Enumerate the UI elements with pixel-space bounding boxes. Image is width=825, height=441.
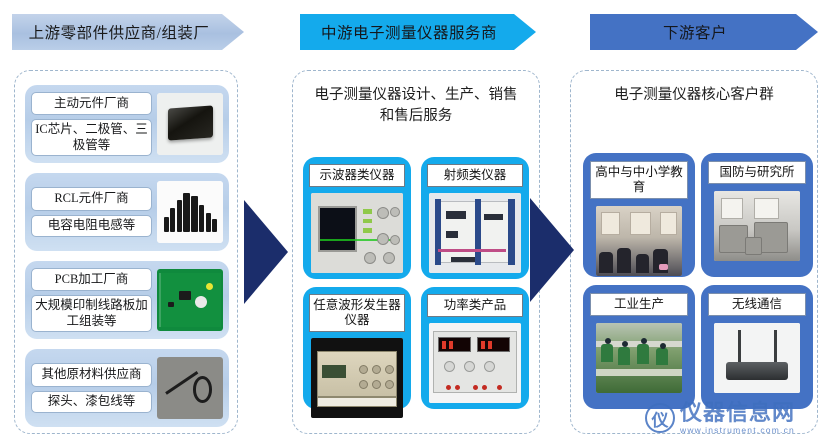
capacitors-photo xyxy=(157,181,223,243)
downstream-card-label: 高中与中小学教育 xyxy=(590,161,688,199)
column-downstream: 电子测量仪器核心客户群 高中与中小学教育 国防与研究所 xyxy=(570,70,818,434)
banner-downstream-label: 下游客户 xyxy=(662,25,727,42)
banner-downstream: 下游客户 xyxy=(590,14,818,50)
column-upstream: 主动元件厂商 IC芯片、二极管、三极管等 RCL元件厂商 电容电阻电感等 xyxy=(14,70,238,434)
arbitrary-waveform-generator-photo xyxy=(311,338,403,418)
arrow-midstream-to-downstream xyxy=(530,198,574,302)
research-lab-photo xyxy=(714,191,800,261)
banner-upstream: 上游零部件供应商/组装厂 xyxy=(12,14,244,50)
ic-chip-photo xyxy=(157,93,223,155)
midstream-card-power: 功率类产品 xyxy=(421,287,529,409)
upstream-group-labels: 主动元件厂商 IC芯片、二极管、三极管等 xyxy=(31,91,152,157)
downstream-card-education: 高中与中小学教育 xyxy=(583,153,695,277)
downstream-card-label: 无线通信 xyxy=(708,293,806,316)
midstream-title: 电子测量仪器设计、生产、销售和售后服务 xyxy=(314,87,518,124)
upstream-group-title: 其他原材料供应商 xyxy=(31,363,152,387)
upstream-group-pcb: PCB加工厂商 大规模印制线路板加工组装等 xyxy=(25,261,229,339)
downstream-card-defense-research: 国防与研究所 xyxy=(701,153,813,277)
banner-midstream: 中游电子测量仪器服务商 xyxy=(300,14,536,50)
upstream-group-detail: 大规模印制线路板加工组装等 xyxy=(31,295,152,333)
wireless-router-photo xyxy=(714,323,800,393)
upstream-group-detail: IC芯片、二极管、三极管等 xyxy=(31,119,152,157)
midstream-card-label: 功率类产品 xyxy=(427,294,523,317)
downstream-card-label: 国防与研究所 xyxy=(708,161,806,184)
rf-instrument-photo xyxy=(429,193,521,273)
downstream-title: 电子测量仪器核心客户群 xyxy=(614,87,774,103)
upstream-group-labels: PCB加工厂商 大规模印制线路板加工组装等 xyxy=(31,267,152,333)
upstream-group-rcl-components: RCL元件厂商 电容电阻电感等 xyxy=(25,173,229,251)
arrow-upstream-to-midstream xyxy=(244,200,288,304)
column-midstream: 电子测量仪器设计、生产、销售和售后服务 示波器类仪器 xyxy=(292,70,540,434)
oscilloscope-photo xyxy=(311,193,403,273)
upstream-group-labels: 其他原材料供应商 探头、漆包线等 xyxy=(31,363,152,413)
midstream-card-label: 射频类仪器 xyxy=(427,164,523,187)
upstream-group-labels: RCL元件厂商 电容电阻电感等 xyxy=(31,187,152,237)
probe-cable-photo xyxy=(157,357,223,419)
downstream-card-industry: 工业生产 xyxy=(583,285,695,409)
upstream-group-detail: 探头、漆包线等 xyxy=(31,391,152,413)
banner-upstream-label: 上游零部件供应商/组装厂 xyxy=(28,25,210,42)
upstream-group-title: RCL元件厂商 xyxy=(31,187,152,211)
midstream-card-oscilloscope: 示波器类仪器 xyxy=(303,157,411,279)
midstream-card-label: 示波器类仪器 xyxy=(309,164,405,187)
downstream-card-label: 工业生产 xyxy=(590,293,688,316)
upstream-group-other-materials: 其他原材料供应商 探头、漆包线等 xyxy=(25,349,229,427)
power-supply-photo xyxy=(429,323,521,403)
midstream-card-rf: 射频类仪器 xyxy=(421,157,529,279)
downstream-card-wireless: 无线通信 xyxy=(701,285,813,409)
midstream-card-awg: 任意波形发生器仪器 xyxy=(303,287,411,418)
upstream-group-title: 主动元件厂商 xyxy=(31,91,152,116)
banner-midstream-label: 中游电子测量仪器服务商 xyxy=(320,25,497,42)
upstream-group-detail: 电容电阻电感等 xyxy=(31,215,152,237)
upstream-group-active-components: 主动元件厂商 IC芯片、二极管、三极管等 xyxy=(25,85,229,163)
pcb-board-photo xyxy=(157,269,223,331)
factory-line-photo xyxy=(596,323,682,393)
upstream-group-title: PCB加工厂商 xyxy=(31,267,152,292)
classroom-photo xyxy=(596,206,682,276)
midstream-card-label: 任意波形发生器仪器 xyxy=(309,294,405,332)
